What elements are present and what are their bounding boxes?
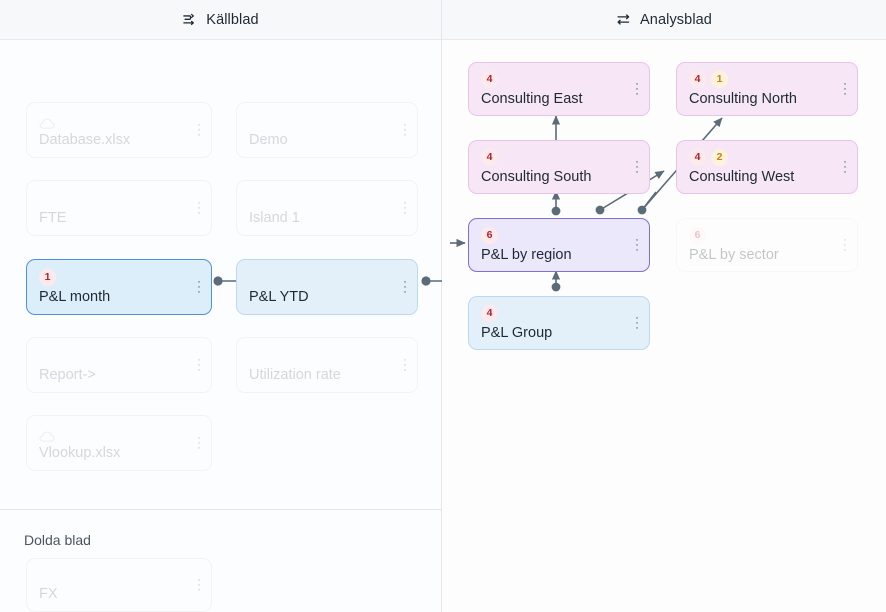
card-title: Vlookup.xlsx — [39, 444, 121, 461]
cloud-icon — [39, 117, 199, 131]
card-title: FX — [39, 585, 58, 602]
analysis-panel-header: Analysblad — [442, 0, 886, 40]
sheet-card-demo[interactable]: Demo — [236, 102, 418, 158]
card-menu-button[interactable] — [634, 81, 640, 97]
card-title: P&L month — [39, 288, 111, 305]
card-title: Consulting South — [481, 169, 592, 185]
shuffle-arrows-icon — [182, 12, 197, 27]
card-title: P&L Group — [481, 325, 553, 341]
card-menu-button[interactable] — [402, 357, 408, 373]
sheet-card-database[interactable]: Database.xlsx — [26, 102, 212, 158]
card-menu-button[interactable] — [196, 577, 202, 593]
sheet-card-pl-ytd[interactable]: P&L YTD — [236, 259, 418, 315]
card-badge: 4 — [689, 149, 706, 166]
card-menu-button[interactable] — [842, 81, 848, 97]
card-badge: 4 — [481, 71, 498, 88]
panel-divider — [0, 509, 442, 510]
card-badge: 1 — [711, 71, 728, 88]
card-title: Demo — [249, 131, 288, 148]
card-badge: 1 — [39, 268, 56, 286]
card-badges: 1 — [39, 268, 199, 286]
card-menu-button[interactable] — [402, 279, 408, 295]
card-menu-button[interactable] — [402, 122, 408, 138]
card-menu-button[interactable] — [196, 279, 202, 295]
card-badges: 6 — [481, 227, 637, 244]
analysis-sheets-panel: Analysblad — [442, 0, 886, 612]
sheet-card-island-1[interactable]: Island 1 — [236, 180, 418, 236]
card-badge: 6 — [481, 227, 498, 244]
card-menu-button[interactable] — [196, 122, 202, 138]
card-badges: 4 — [481, 305, 637, 322]
card-title: FTE — [39, 209, 67, 226]
card-badges: 4 — [481, 71, 637, 88]
card-title: Island 1 — [249, 209, 300, 226]
sheet-card-fx[interactable]: FX — [26, 558, 212, 612]
two-way-arrows-icon — [616, 12, 631, 27]
card-badge: 4 — [481, 305, 498, 322]
sheet-card-utilization[interactable]: Utilization rate — [236, 337, 418, 393]
analysis-panel-title: Analysblad — [640, 11, 712, 28]
hidden-sheets-label: Dolda blad — [24, 532, 91, 548]
card-menu-button[interactable] — [634, 315, 640, 331]
card-title: Utilization rate — [249, 366, 341, 383]
sheet-card-fte[interactable]: FTE — [26, 180, 212, 236]
card-badge: 4 — [481, 149, 498, 166]
card-title: Consulting East — [481, 91, 583, 107]
cloud-icon — [39, 430, 199, 444]
card-badge: 4 — [689, 71, 706, 88]
card-title: Report-> — [39, 366, 96, 383]
card-title: P&L YTD — [249, 288, 309, 305]
card-title: P&L by sector — [689, 247, 779, 263]
card-menu-button[interactable] — [196, 357, 202, 373]
card-menu-button[interactable] — [634, 159, 640, 175]
card-menu-button[interactable] — [196, 200, 202, 216]
sheet-card-vlookup[interactable]: Vlookup.xlsx — [26, 415, 212, 471]
card-menu-button[interactable] — [842, 237, 848, 253]
sheet-card-report[interactable]: Report-> — [26, 337, 212, 393]
card-title: Consulting West — [689, 169, 795, 185]
card-menu-button[interactable] — [196, 435, 202, 451]
card-menu-button[interactable] — [402, 200, 408, 216]
card-title: P&L by region — [481, 247, 572, 263]
card-menu-button[interactable] — [842, 159, 848, 175]
source-panel-title: Källblad — [206, 11, 259, 28]
card-badge: 2 — [711, 149, 728, 166]
source-panel-header: Källblad — [0, 0, 441, 40]
card-badges: 4 — [481, 149, 637, 166]
card-title: Database.xlsx — [39, 131, 131, 148]
card-badges: 6 — [689, 227, 845, 244]
card-menu-button[interactable] — [634, 237, 640, 253]
card-title: Consulting North — [689, 91, 797, 107]
card-badge: 6 — [689, 227, 706, 244]
